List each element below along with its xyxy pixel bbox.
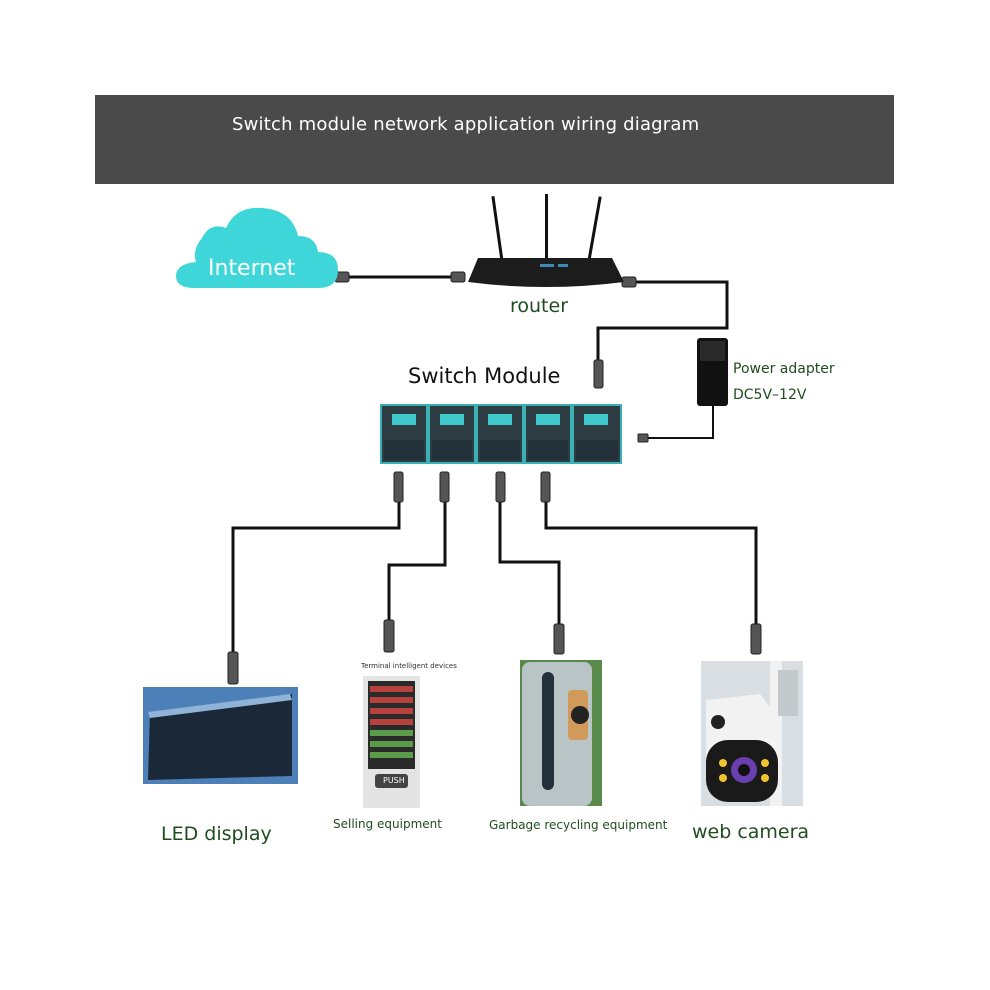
cable-switch-led [231, 500, 401, 660]
connector-icon [227, 651, 239, 685]
connectors [227, 271, 762, 685]
connector-icon [750, 623, 762, 655]
connector-icon [450, 271, 466, 283]
selling-equipment-label: Selling equipment [333, 817, 442, 831]
cable-power-switch [645, 405, 714, 439]
connector-icon [393, 471, 404, 503]
connector-icon [439, 471, 450, 503]
switch-unit [382, 406, 426, 462]
vending-caption: Terminal intelligent devices [361, 662, 457, 670]
connector-icon [383, 619, 395, 653]
cables [231, 275, 758, 660]
power-adapter-icon [697, 338, 728, 406]
vending-push-button: PUSH [383, 776, 405, 785]
garbage-equipment-label: Garbage recycling equipment [489, 818, 668, 832]
garbage-bin-icon [520, 660, 602, 806]
connector-icon [553, 623, 565, 655]
page-title: Switch module network application wiring… [232, 114, 700, 135]
connector-icon [621, 276, 637, 288]
title-banner [95, 95, 894, 184]
connector-icon [495, 471, 506, 503]
led-display-icon [143, 687, 298, 784]
cable-switch-garbage [498, 500, 561, 632]
switch-module-icon [380, 404, 622, 464]
switch-module-title: Switch Module [408, 364, 561, 388]
internet-label: Internet [208, 256, 296, 281]
cable-switch-selling [387, 500, 447, 628]
cable-switch-camera [544, 500, 758, 632]
led-display-label: LED display [161, 823, 272, 845]
power-adapter-spec: DC5V–12V [733, 387, 807, 403]
power-adapter-label: Power adapter [733, 361, 835, 377]
web-camera-label: web camera [692, 821, 810, 843]
router-icon [468, 194, 624, 287]
switch-unit [478, 406, 522, 462]
camera-icon [701, 661, 803, 806]
cloud-icon [176, 207, 338, 288]
router-label: router [510, 295, 569, 317]
connector-icon [637, 433, 649, 443]
cable-router-switch [596, 280, 729, 375]
vending-machine-icon [363, 676, 420, 808]
switch-unit [574, 406, 620, 462]
connector-icon [540, 471, 551, 503]
switch-unit [430, 406, 474, 462]
switch-unit [526, 406, 570, 462]
connector-icon [593, 359, 604, 389]
